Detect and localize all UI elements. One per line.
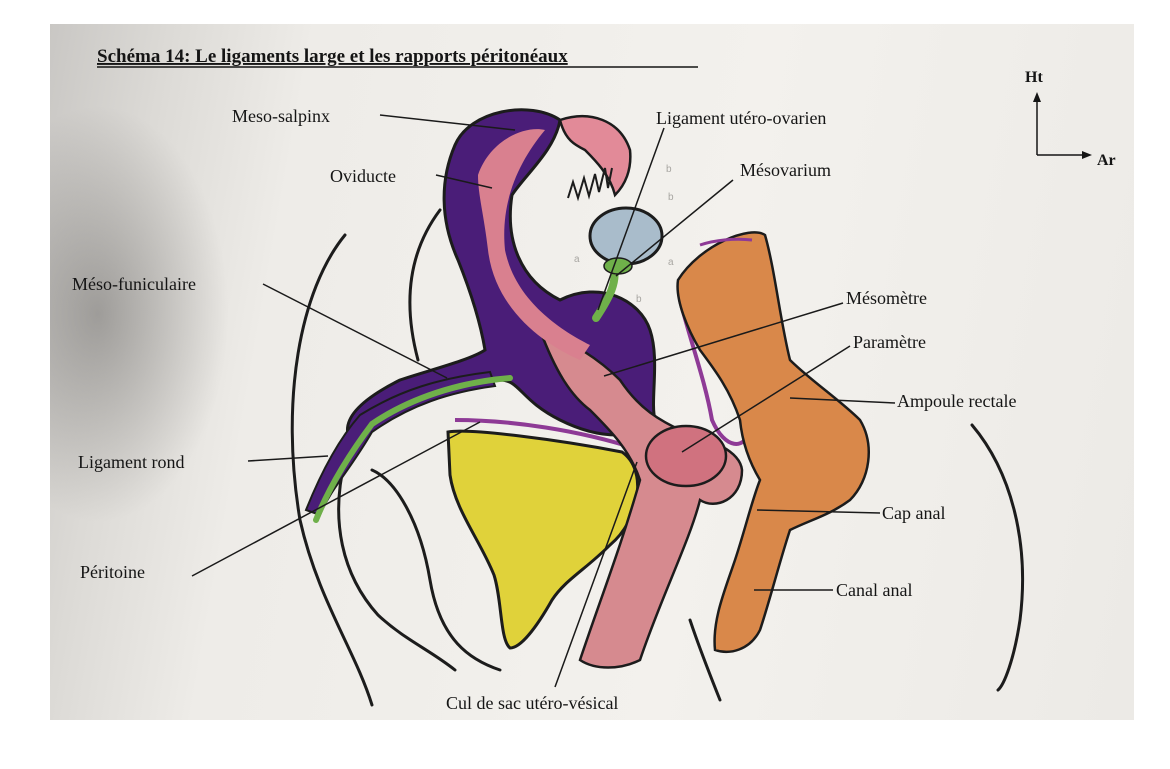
outline-left-wall bbox=[290, 233, 374, 707]
label-ligament-rond: Ligament rond bbox=[78, 452, 184, 472]
label-parametre: Paramètre bbox=[853, 332, 926, 352]
outline-left-inner bbox=[408, 208, 442, 362]
rectum-lumen-edge bbox=[699, 237, 753, 247]
label-ampoule-rectale: Ampoule rectale bbox=[897, 391, 1016, 411]
label-mesometre: Mésomètre bbox=[846, 288, 927, 308]
leader-mesometre bbox=[603, 302, 844, 377]
photo-shadow bbox=[50, 104, 230, 524]
ghost-mark-b2: b bbox=[636, 294, 642, 305]
orientation-axes: Ht Ar bbox=[1025, 69, 1116, 169]
axis-label-up: Ht bbox=[1025, 69, 1043, 86]
uterus-shape bbox=[537, 327, 744, 669]
outline-bladder-space bbox=[337, 458, 457, 672]
leader-cul-de-sac bbox=[554, 461, 638, 688]
round-ligament bbox=[313, 375, 513, 523]
axis-right-arrowhead bbox=[1082, 151, 1092, 159]
axis-up-arrowhead bbox=[1033, 92, 1041, 102]
axis-label-right: Ar bbox=[1097, 152, 1116, 169]
label-mesovarium: Mésovarium bbox=[740, 160, 831, 180]
bladder-shape bbox=[446, 429, 640, 650]
outline-perineum bbox=[688, 618, 722, 702]
leader-peritoine bbox=[191, 421, 481, 577]
leader-meso-funiculaire bbox=[262, 283, 448, 379]
ghost-mark-a1: a bbox=[574, 254, 580, 265]
ovary-shape bbox=[588, 206, 664, 266]
infundibulum-shape bbox=[558, 115, 632, 198]
ghost-mark-a2: a bbox=[668, 257, 674, 268]
label-canal-anal: Canal anal bbox=[836, 580, 912, 600]
outline-sacrum bbox=[970, 423, 1024, 692]
labels: Meso-salpinx Oviducte Méso-funiculaire L… bbox=[72, 106, 1016, 713]
label-meso-salpinx: Meso-salpinx bbox=[232, 106, 330, 126]
ghost-mark-b1: b bbox=[668, 192, 674, 203]
label-cap-anal: Cap anal bbox=[882, 503, 945, 523]
leader-meso-salpinx bbox=[379, 114, 516, 131]
oviduct-shape bbox=[478, 129, 590, 360]
leader-lines bbox=[191, 114, 896, 688]
label-oviducte: Oviducte bbox=[330, 166, 396, 186]
label-cul-de-sac: Cul de sac utéro-vésical bbox=[446, 693, 618, 713]
leader-mesovarium bbox=[615, 179, 734, 277]
leader-ligament-utero-ovarien bbox=[597, 127, 665, 311]
leader-cap-anal bbox=[756, 509, 881, 514]
leader-ligament-rond bbox=[247, 455, 329, 462]
label-peritoine: Péritoine bbox=[80, 562, 145, 582]
diagram-title: Schéma 14: Le ligaments large et les rap… bbox=[97, 46, 568, 67]
outline-bladder-inner bbox=[370, 468, 502, 672]
ghost-mark-b3: b bbox=[666, 164, 672, 175]
label-ligament-utero-ovarien: Ligament utéro-ovarien bbox=[656, 108, 826, 128]
leader-oviducte bbox=[435, 174, 493, 189]
leader-ampoule-rectale bbox=[789, 397, 896, 404]
label-meso-funiculaire: Méso-funiculaire bbox=[72, 274, 196, 294]
body-outlines bbox=[290, 208, 1024, 707]
rectum-shape bbox=[676, 231, 870, 654]
cervix-shape bbox=[644, 424, 728, 488]
leader-parametre bbox=[681, 345, 851, 453]
fimbriae bbox=[567, 167, 613, 202]
